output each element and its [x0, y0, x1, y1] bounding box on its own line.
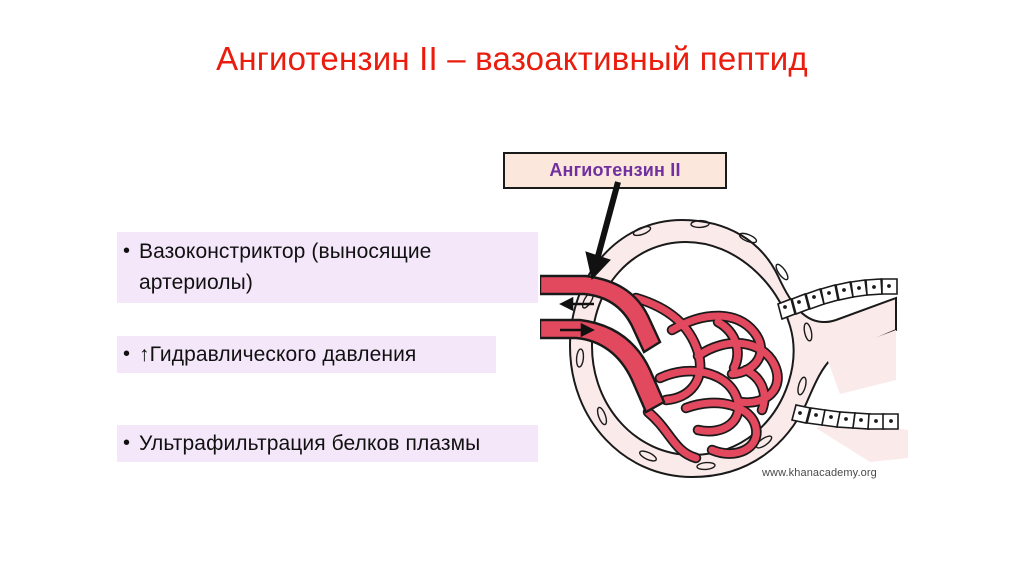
list-item-label: ↑Гидравлического давления: [139, 343, 417, 366]
afferent-arteriole: [540, 318, 666, 414]
list-item: • Вазоконстриктор (выносящие артериолы): [117, 232, 538, 303]
afferent-arteriole-flow-arrow: [560, 322, 595, 338]
bullet-marker-icon: •: [123, 240, 131, 262]
efferent-arteriole-flow-arrow: [559, 296, 594, 312]
bullet-marker-icon: •: [123, 343, 131, 365]
page-title: Ангиотензин II – вазоактивный пептид: [216, 40, 808, 77]
list-item: • Ультрафильтрация белков плазмы: [117, 425, 538, 462]
angiotensin-callout-label: Ангиотензин II: [549, 160, 681, 180]
glomerulus-diagram: [540, 180, 920, 500]
bullet-marker-icon: •: [123, 432, 131, 454]
proximal-tubule-shape: [777, 278, 908, 462]
angiotensin-pointer-arrow: [585, 181, 621, 281]
efferent-arteriole: [540, 274, 662, 354]
list-item-label: Ультрафильтрация белков плазмы: [139, 432, 481, 455]
list-item-label: Вазоконстриктор (выносящие артериолы): [139, 240, 432, 294]
source-attribution: www.khanacademy.org: [762, 467, 877, 479]
list-item: • ↑Гидравлического давления: [117, 336, 496, 373]
